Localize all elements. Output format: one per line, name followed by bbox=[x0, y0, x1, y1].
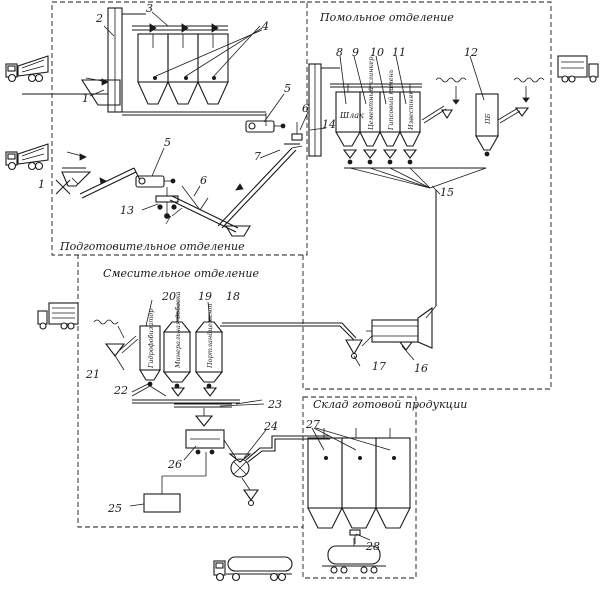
mill-right-wavy bbox=[513, 77, 545, 83]
mix-equipment: Гидрофобизатор Минеральная добавка Портл… bbox=[93, 291, 330, 513]
cement-truck-icon bbox=[213, 556, 293, 582]
mix-department-boundary bbox=[77, 254, 303, 528]
callout-17: 17 bbox=[372, 360, 386, 373]
callout-15: 15 bbox=[440, 186, 454, 199]
ball-mill-16 bbox=[366, 306, 433, 351]
storage-silos-4 bbox=[137, 33, 229, 105]
mill-equipment: Шлак Цементный клинкер Гипсовый камень И… bbox=[220, 56, 545, 360]
callout-16: 16 bbox=[414, 362, 428, 375]
callout-13: 13 bbox=[120, 204, 134, 217]
truck-right-icon bbox=[557, 55, 599, 83]
callout-9: 9 bbox=[352, 46, 359, 59]
transfer-pipe-to-warehouse bbox=[245, 435, 330, 461]
callout-14: 14 bbox=[322, 118, 336, 131]
callout-12: 12 bbox=[464, 46, 478, 59]
callout-numbers: 1 1 2 3 4 5 5 6 6 7 7 8 9 10 11 12 13 14… bbox=[38, 2, 478, 553]
callout-6-mill: 6 bbox=[302, 102, 309, 115]
inclined-conveyor-1 bbox=[79, 167, 135, 195]
receiving-hopper-top bbox=[80, 79, 121, 106]
receiving-hopper-bottom bbox=[61, 171, 92, 187]
mill-department-boundary bbox=[302, 1, 552, 390]
callout-23: 23 bbox=[267, 398, 282, 411]
callout-24: 24 bbox=[263, 420, 278, 433]
callout-20: 20 bbox=[161, 290, 176, 303]
bin-12-label: ПБ bbox=[484, 113, 492, 125]
control-panel-25 bbox=[143, 493, 181, 513]
callout-5-bottom: 5 bbox=[164, 136, 171, 149]
callout-7-lower: 7 bbox=[164, 214, 171, 227]
loading-device-28 bbox=[349, 529, 361, 536]
callout-1-bottom: 1 bbox=[38, 178, 45, 191]
callout-10: 10 bbox=[370, 46, 384, 59]
belt-conveyor-7-lower bbox=[169, 199, 237, 233]
bin-11-label: Известняк bbox=[407, 91, 415, 131]
bin-9-label: Цементный клинкер bbox=[367, 56, 375, 130]
mix-feed-wavy bbox=[93, 319, 119, 325]
callout-leaders bbox=[71, 11, 485, 541]
mix-department-title: Смесительное отделение bbox=[103, 267, 259, 280]
bin-19-label: Минеральная добавка bbox=[174, 291, 182, 369]
cement-silos-27 bbox=[307, 428, 411, 529]
callout-7-right: 7 bbox=[254, 150, 261, 163]
mill-department-title: Помольное отделение bbox=[319, 11, 454, 24]
callout-1-top: 1 bbox=[82, 92, 89, 105]
callout-6-prep: 6 bbox=[200, 174, 207, 187]
callout-25: 25 bbox=[107, 502, 122, 515]
callout-22: 22 bbox=[113, 384, 128, 397]
cement-transport-pipe bbox=[220, 325, 355, 341]
callout-27: 27 bbox=[305, 418, 320, 431]
warehouse-boundary bbox=[302, 396, 417, 579]
callout-5-top: 5 bbox=[284, 82, 291, 95]
bin-8-label: Шлак bbox=[339, 111, 364, 120]
truck-left-icon bbox=[37, 302, 79, 330]
crusher-5-middle bbox=[135, 175, 176, 188]
callout-8: 8 bbox=[336, 46, 343, 59]
bin-20-label: Гидрофобизатор bbox=[147, 308, 155, 369]
dump-truck-middle-icon bbox=[5, 143, 49, 171]
weigh-feeders-22 bbox=[147, 381, 218, 397]
callout-21: 21 bbox=[85, 368, 100, 381]
prep-equipment bbox=[22, 7, 303, 237]
additive-hopper-21 bbox=[104, 343, 126, 357]
mill-bins-8-11 bbox=[335, 84, 421, 147]
callout-11: 11 bbox=[392, 46, 406, 59]
dump-truck-top-icon bbox=[5, 55, 49, 83]
mix-bins-18-20 bbox=[139, 312, 224, 383]
pneumatic-pump-24 bbox=[228, 453, 252, 478]
crusher-5-top bbox=[245, 120, 286, 133]
callout-28: 28 bbox=[365, 540, 380, 553]
mill-feed-wavy bbox=[435, 77, 467, 83]
mixer-26 bbox=[185, 429, 225, 449]
dosing-feeders bbox=[342, 149, 418, 165]
callout-26: 26 bbox=[167, 458, 182, 471]
prep-department-boundary bbox=[51, 1, 308, 256]
callout-4: 4 bbox=[261, 20, 269, 33]
warehouse-equipment bbox=[307, 428, 411, 574]
separator-17 bbox=[345, 339, 363, 356]
callout-18: 18 bbox=[226, 290, 240, 303]
prep-department-title: Подготовительное отделение bbox=[59, 240, 245, 253]
bin-10-label: Гипсовый камень bbox=[387, 69, 395, 131]
bin-18-label: Портландцемент bbox=[206, 304, 214, 369]
callout-2: 2 bbox=[95, 12, 103, 25]
cement-railcar-icon bbox=[322, 538, 386, 574]
warehouse-title: Склад готовой продукции bbox=[313, 398, 467, 411]
belt-conveyor-6 bbox=[217, 147, 293, 227]
callout-19: 19 bbox=[198, 290, 212, 303]
transfer-hopper bbox=[225, 225, 251, 237]
callout-3: 3 bbox=[146, 2, 153, 15]
section-boundaries bbox=[51, 1, 552, 579]
